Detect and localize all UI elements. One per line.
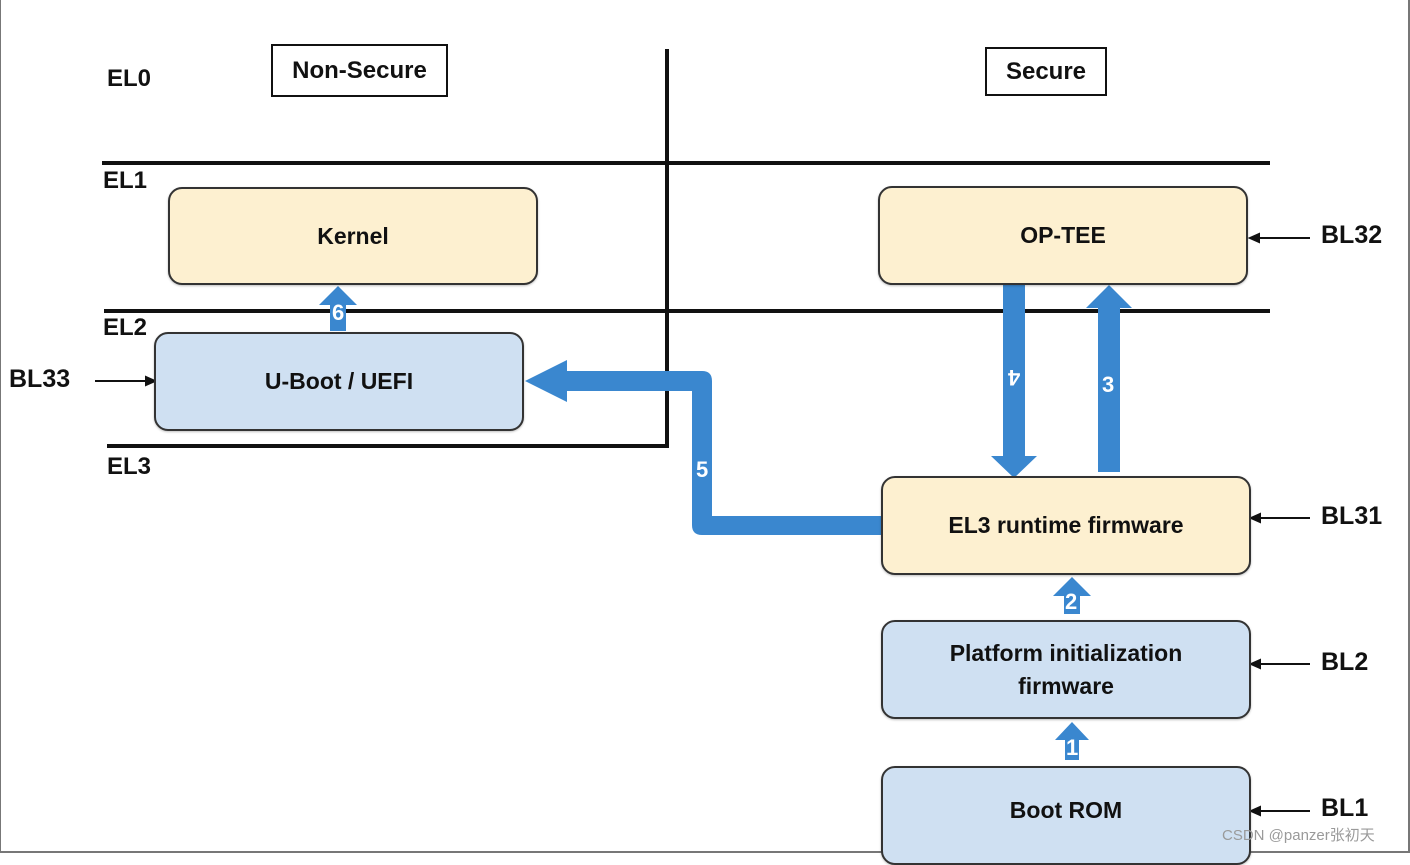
el0-label: EL0 [107, 65, 152, 92]
world-divider [665, 49, 669, 447]
boot-rom-label: Boot ROM [1009, 797, 1123, 823]
bl33-pointer-arrowhead [145, 375, 158, 387]
optee-box: OP-TEE [878, 186, 1248, 285]
el3-label: EL3 [107, 453, 152, 480]
kernel-label: Kernel [317, 222, 389, 249]
step-1-arrow [1055, 722, 1089, 760]
el1-label: EL1 [103, 167, 148, 194]
boot-rom-box: Boot ROM [881, 766, 1251, 865]
bl33-label: BL33 [9, 365, 71, 393]
bl32-label: BL32 [1321, 221, 1383, 249]
platform-init-label-line1: Platform initialization [949, 640, 1183, 667]
non-secure-header: Non-Secure [271, 44, 448, 97]
frame-border-left [0, 0, 1, 853]
frame-border-right [1408, 0, 1410, 853]
step-5-arrow [525, 360, 881, 535]
platform-init-label-line2: firmware [1018, 672, 1114, 699]
bl31-pointer-arrowhead [1248, 512, 1261, 524]
step-2-label: 2 [1065, 589, 1078, 614]
uboot-uefi-label: U-Boot / UEFI [264, 368, 414, 395]
step-3-label: 3 [1102, 372, 1115, 397]
el0-el1-divider [102, 161, 1270, 165]
platform-init-firmware-box: Platform initialization firmware [881, 620, 1251, 719]
el3-runtime-firmware-label: EL3 runtime firmware [948, 512, 1184, 539]
step-4-arrow [991, 285, 1037, 478]
step-3-arrow [1086, 285, 1132, 472]
kernel-box: Kernel [168, 187, 538, 285]
bl31-label: BL31 [1321, 502, 1383, 530]
step-2-arrow [1053, 577, 1091, 614]
bl1-label: BL1 [1321, 794, 1369, 822]
step-6-label: 6 [332, 300, 345, 325]
bl2-label: BL2 [1321, 648, 1369, 676]
el3-runtime-firmware-box: EL3 runtime firmware [881, 476, 1251, 575]
frame-border-bottom [0, 851, 1410, 853]
el2-label: EL2 [103, 314, 148, 341]
uboot-uefi-box: U-Boot / UEFI [154, 332, 524, 431]
optee-label: OP-TEE [1020, 222, 1106, 249]
step-5-label: 5 [696, 457, 709, 482]
step-1-label: 1 [1066, 735, 1079, 760]
step-6-arrow [319, 286, 357, 331]
step-4-label: 4 [1008, 365, 1021, 390]
secure-header: Secure [985, 47, 1107, 96]
bl1-pointer-arrowhead [1248, 805, 1261, 817]
bl2-pointer-arrowhead [1248, 658, 1261, 670]
el2-el3-divider [107, 444, 669, 448]
bl32-pointer-arrowhead [1247, 232, 1260, 244]
el1-el2-divider [104, 309, 1270, 313]
watermark-text: CSDN @panzer张初天 [1222, 827, 1375, 844]
